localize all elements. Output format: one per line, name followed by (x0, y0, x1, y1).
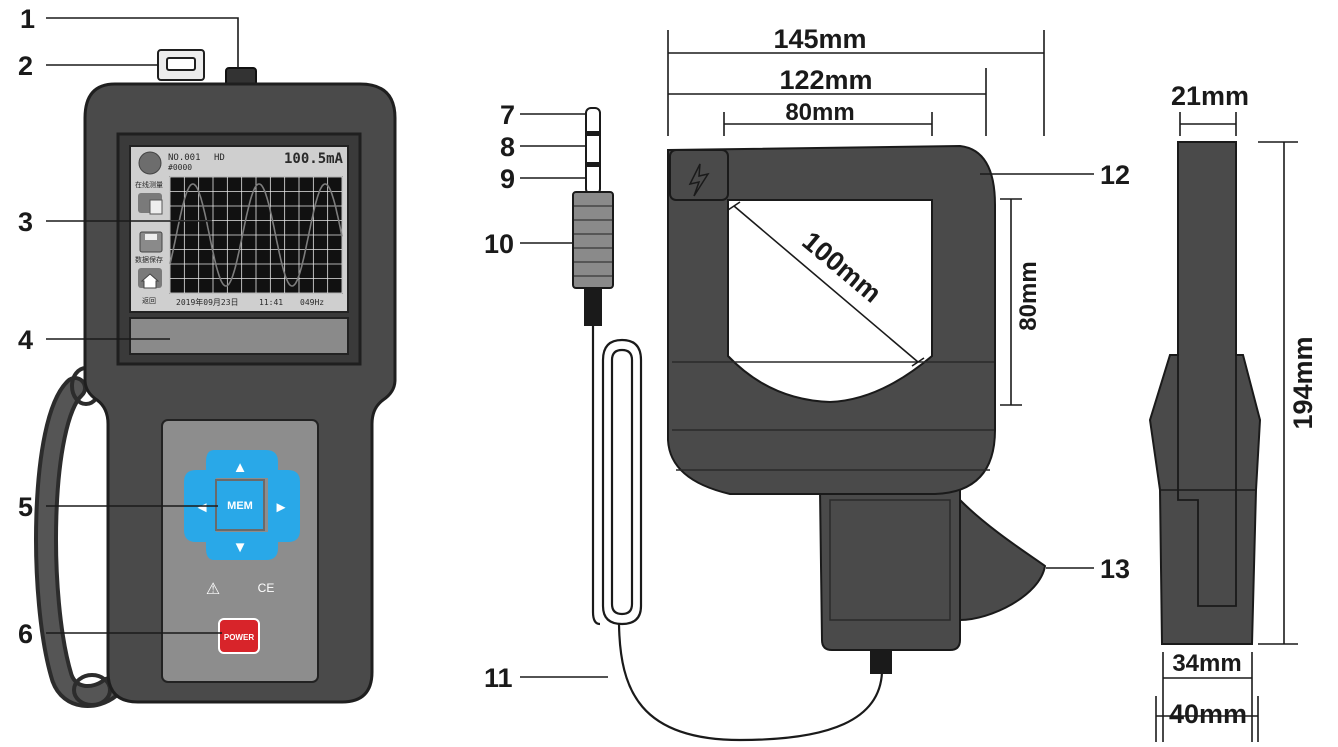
plug-ring-2 (586, 162, 600, 167)
dim-jaw-diagonal: 100mm (796, 226, 887, 309)
label-strip (129, 317, 349, 355)
dim-side-height: 194mm (1288, 336, 1318, 429)
callout-10: 10 (484, 229, 514, 259)
home-icon (140, 273, 160, 289)
right-key[interactable] (268, 470, 300, 542)
document-icon (149, 199, 163, 215)
screen-menu-measure: 在线测量 (135, 180, 163, 189)
clamp-handle-inset (829, 499, 951, 621)
dim-side-bottom-outer: 40mm (1169, 699, 1247, 729)
mem-key-label: MEM (227, 500, 253, 512)
clamp-leader-lines (520, 113, 1094, 678)
left-arrow-icon: ◄ (195, 499, 210, 516)
screen-mode: HD (214, 153, 225, 163)
callout-12: 12 (1100, 160, 1130, 190)
plug-strain-relief (584, 288, 602, 326)
screen-date: 2019年09月23日 (176, 297, 239, 307)
callout-13: 13 (1100, 554, 1130, 584)
up-key[interactable] (206, 450, 278, 478)
side-dimension-lines (1155, 112, 1298, 742)
waveform-trace (169, 183, 343, 287)
dim-jaw-width: 80mm (785, 99, 854, 126)
screen-time: 11:41 (259, 298, 283, 307)
dim-clamp-width-mid: 122mm (779, 65, 872, 95)
right-arrow-icon: ► (274, 499, 289, 516)
power-button-label: POWER (224, 633, 254, 642)
screen-menu-save: 数据保存 (135, 255, 163, 264)
screen-frequency: 049Hz (300, 298, 324, 307)
dim-side-top: 21mm (1171, 81, 1249, 111)
probe-plug (572, 107, 614, 326)
callout-7: 7 (500, 100, 515, 130)
dim-side-bottom-inner: 34mm (1172, 650, 1241, 677)
clamp-jaw (667, 144, 996, 495)
callout-3: 3 (18, 207, 33, 237)
down-key[interactable] (206, 532, 278, 560)
power-button[interactable] (218, 618, 260, 654)
screen-logo-icon (138, 151, 162, 175)
ce-mark: CE (258, 581, 275, 595)
lightning-icon (688, 163, 710, 197)
mem-key[interactable] (215, 479, 265, 531)
save-icon-label (145, 234, 157, 240)
meter: NO.001 HD #0000 100.5mA 在线测量 数据保存 返回 201… (34, 49, 397, 708)
screen-record: #0000 (168, 163, 192, 172)
dim-clamp-width-outer: 145mm (773, 24, 866, 54)
callout-6: 6 (18, 619, 33, 649)
strap-ring-bottom (72, 673, 112, 707)
up-arrow-icon: ▲ (233, 459, 248, 476)
side-view-body (1148, 141, 1262, 645)
hand-strap-inner (38, 380, 118, 704)
clamp-handle (818, 489, 961, 651)
side-view-edge (1177, 355, 1237, 607)
plug-tip (585, 107, 601, 195)
screen-menu-return: 返回 (142, 297, 156, 305)
callout-9: 9 (500, 164, 515, 194)
clamp-cable-boot (870, 650, 892, 674)
screen-reading: 100.5mA (284, 151, 344, 167)
meter-leader-lines (46, 17, 239, 634)
usb-port-slot (166, 57, 196, 71)
probe-cable (591, 326, 884, 742)
callout-8: 8 (500, 132, 515, 162)
clamp-dimension-lines (667, 30, 1045, 406)
plug-grip-ridges (574, 205, 612, 277)
clamp-trigger (959, 497, 1047, 622)
plug-ring-1 (586, 131, 600, 136)
callout-2: 2 (18, 51, 33, 81)
callout-11: 11 (484, 663, 513, 693)
screen-device-id: NO.001 (168, 153, 201, 163)
callout-1: 1 (20, 4, 35, 34)
dim-jaw-height: 80mm (1015, 261, 1042, 330)
side-view (1148, 141, 1262, 645)
callout-5: 5 (18, 492, 33, 522)
warning-icon: ⚠ (206, 579, 220, 598)
clamp (667, 144, 1047, 674)
callout-4: 4 (18, 325, 33, 355)
down-arrow-icon: ▼ (233, 539, 248, 556)
